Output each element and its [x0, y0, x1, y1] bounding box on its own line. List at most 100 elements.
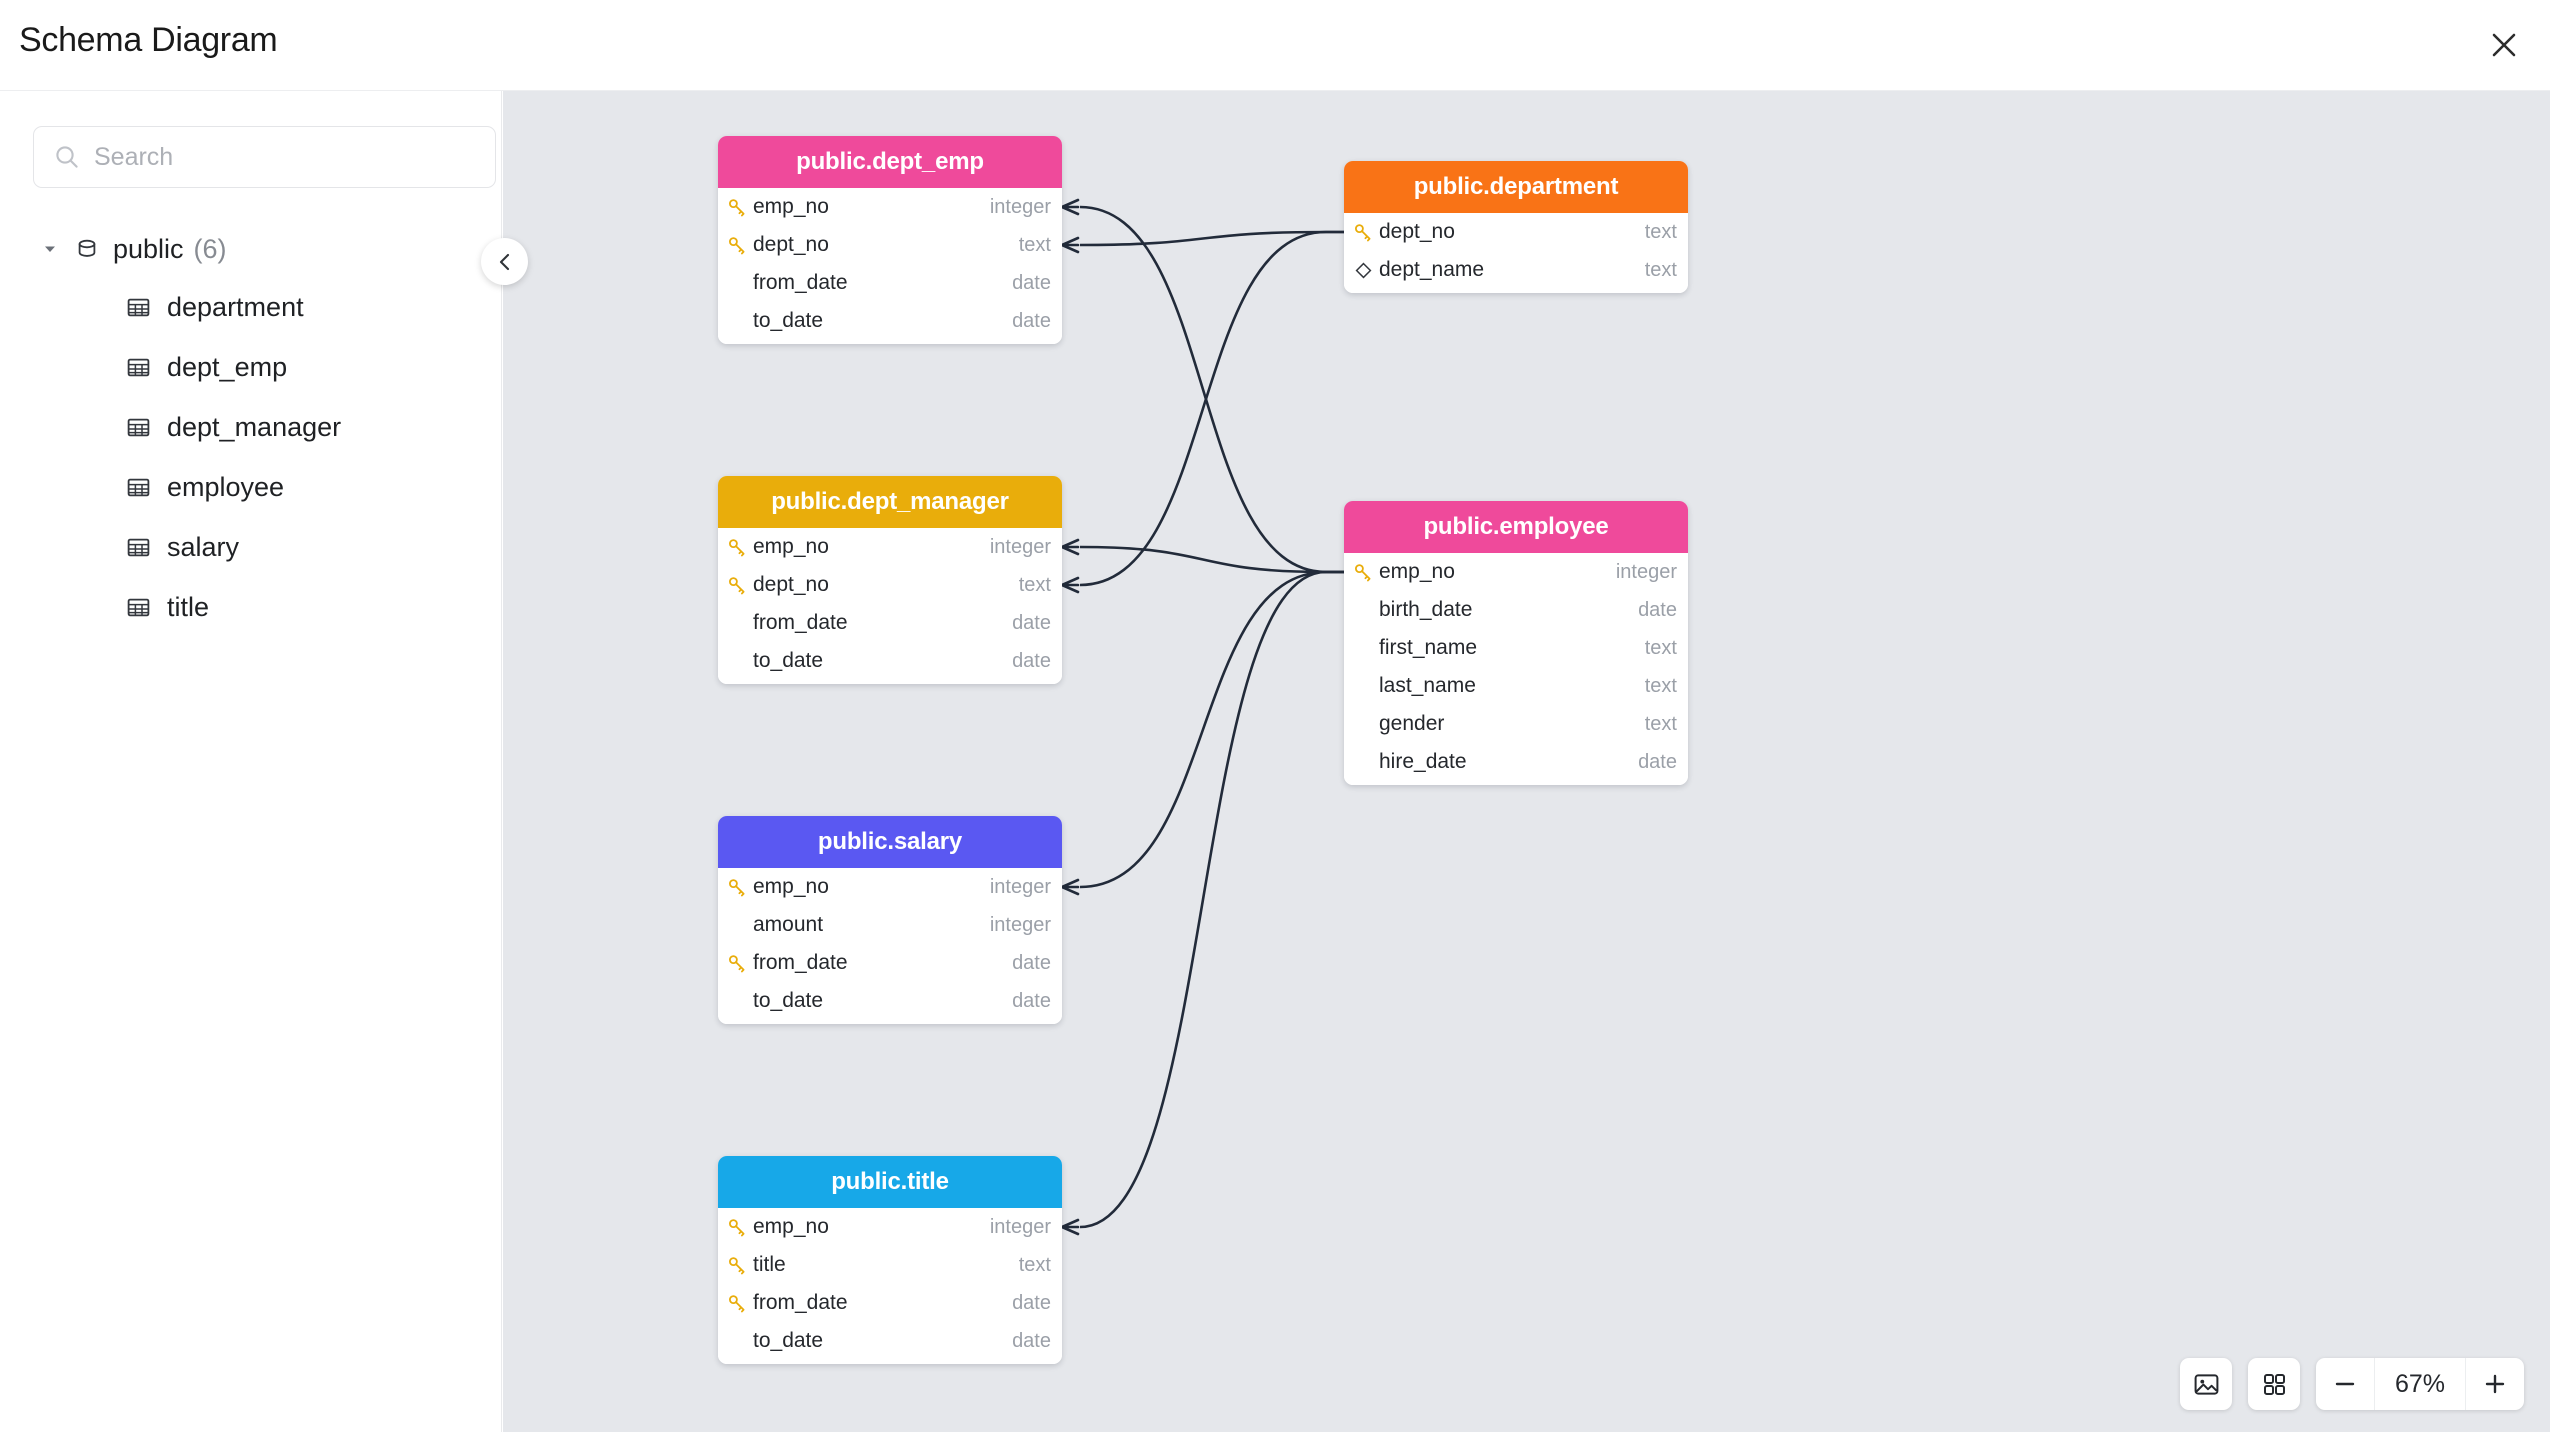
table-node-title: public.title — [718, 1156, 1062, 1208]
column-type: date — [1012, 271, 1051, 294]
close-button[interactable] — [2476, 17, 2532, 73]
column-name: hire_date — [1379, 750, 1467, 773]
column-row[interactable]: to_date date — [718, 642, 1062, 680]
sidebar-item-employee[interactable]: employee — [0, 457, 502, 517]
key-icon — [729, 576, 745, 594]
key-icon — [729, 198, 745, 216]
table-icon — [127, 478, 150, 496]
grid-icon — [2263, 1373, 2285, 1395]
sidebar-item-department[interactable]: department — [0, 277, 502, 337]
table-icon — [127, 298, 150, 316]
table-icon — [127, 418, 150, 436]
table-node-title: public.dept_emp — [718, 136, 1062, 188]
sidebar-item-dept_emp[interactable]: dept_emp — [0, 337, 502, 397]
dialog-header: Schema Diagram — [0, 0, 2550, 91]
column-type: date — [1638, 598, 1677, 621]
column-name: emp_no — [753, 875, 829, 898]
key-icon — [1355, 563, 1371, 581]
column-type: text — [1018, 233, 1051, 256]
sidebar-item-label: dept_manager — [167, 411, 342, 442]
sidebar-item-title[interactable]: title — [0, 577, 502, 637]
table-node-title: public.salary — [718, 816, 1062, 868]
column-type: date — [1012, 1329, 1051, 1352]
auto-layout-button[interactable] — [2248, 1358, 2300, 1410]
column-type: text — [1644, 712, 1677, 735]
column-type: text — [1644, 636, 1677, 659]
column-type: text — [1644, 258, 1677, 281]
table-node-title: public.department — [1344, 161, 1688, 213]
column-type: date — [1012, 649, 1051, 672]
sidebar-item-label: employee — [167, 471, 285, 502]
search-input[interactable] — [94, 128, 444, 186]
column-row[interactable]: hire_date date — [1344, 743, 1688, 781]
column-name: to_date — [753, 649, 824, 672]
key-icon — [729, 236, 745, 254]
column-type: date — [1638, 750, 1677, 773]
column-type: date — [1012, 309, 1051, 332]
sidebar-collapse-button[interactable] — [481, 238, 528, 285]
page-title: Schema Diagram — [19, 21, 278, 59]
zoom-level[interactable]: 67% — [2374, 1358, 2466, 1410]
table-icon — [127, 538, 150, 556]
export-image-button[interactable] — [2180, 1358, 2232, 1410]
column-type: integer — [989, 913, 1051, 936]
column-name: emp_no — [1379, 560, 1455, 583]
column-row[interactable]: first_name text — [1344, 629, 1688, 667]
search-box[interactable] — [33, 126, 496, 188]
tree-schema-public[interactable]: public (6) — [0, 221, 502, 277]
schema-count: (6) — [193, 233, 227, 264]
column-name: to_date — [753, 989, 824, 1012]
column-type: integer — [989, 535, 1051, 558]
column-name: dept_no — [1379, 220, 1455, 243]
table-icon — [127, 358, 150, 376]
zoom-out-button[interactable] — [2316, 1358, 2374, 1410]
sidebar-item-label: title — [167, 591, 210, 622]
sidebar-item-salary[interactable]: salary — [0, 517, 502, 577]
column-type: text — [1018, 1253, 1051, 1276]
table-node-title: public.employee — [1344, 501, 1688, 553]
zoom-in-button[interactable] — [2466, 1358, 2524, 1410]
column-name: last_name — [1379, 674, 1476, 697]
caret-down-icon[interactable] — [42, 241, 64, 257]
sidebar-item-dept_manager[interactable]: dept_manager — [0, 397, 502, 457]
column-name: first_name — [1379, 636, 1478, 659]
column-type: date — [1012, 611, 1051, 634]
column-name: from_date — [753, 1291, 848, 1314]
column-name: emp_no — [753, 1215, 829, 1238]
